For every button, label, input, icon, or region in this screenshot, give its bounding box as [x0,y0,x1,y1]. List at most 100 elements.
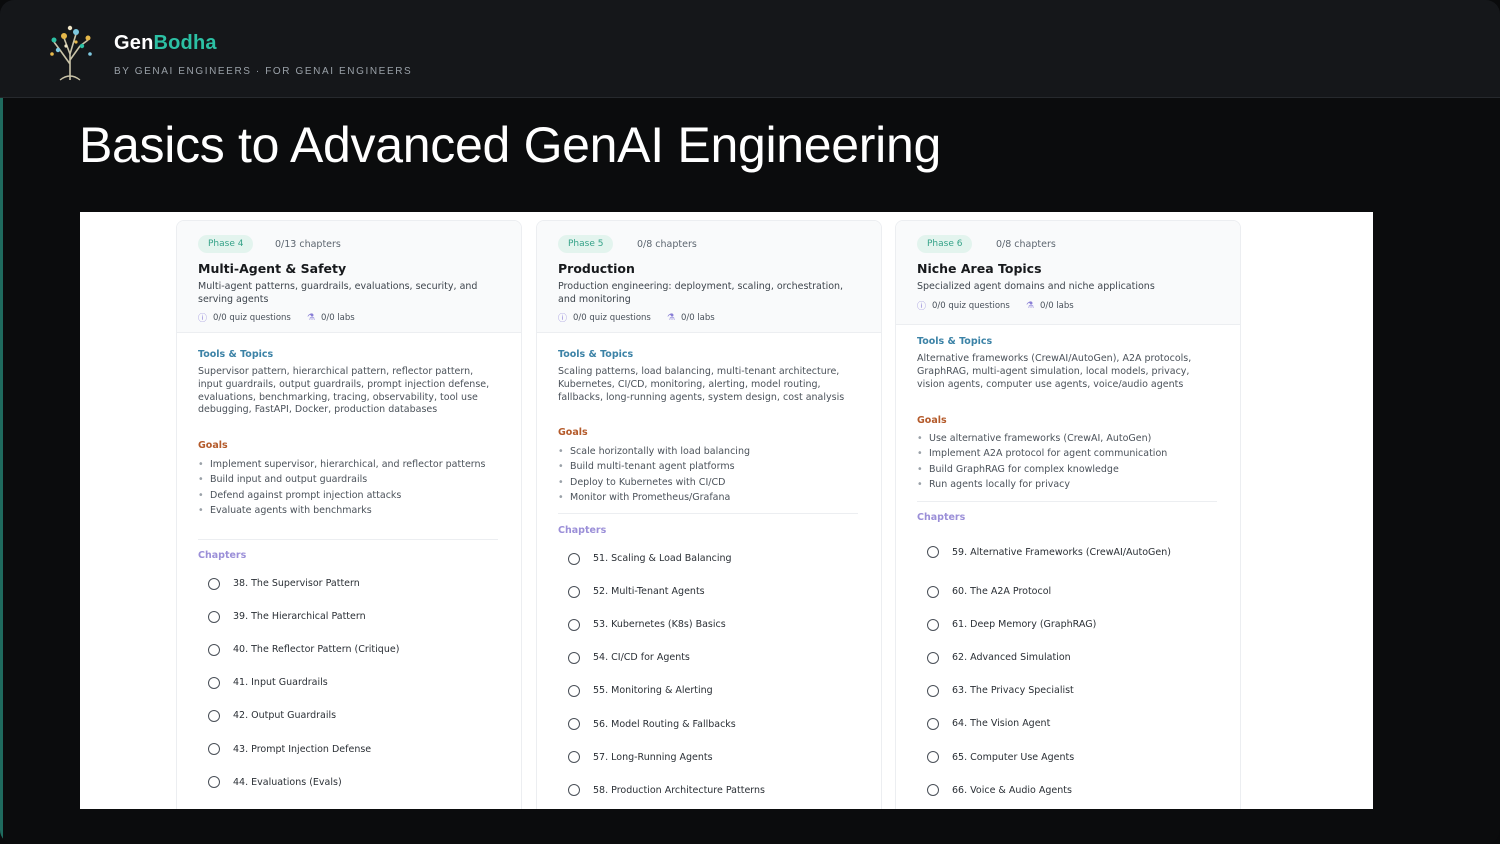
question-circle-icon: ⓘ [917,302,927,312]
circle-icon[interactable] [208,577,220,590]
question-circle-icon: ⓘ [198,314,208,324]
circle-icon[interactable] [568,784,580,797]
chapter-label: 53. Kubernetes (K8s) Basics [593,619,726,631]
accent-line [0,98,3,844]
chapter-item[interactable]: 65. Computer Use Agents [896,740,1240,773]
circle-icon[interactable] [568,552,580,565]
flask-icon: ⚗ [1025,300,1034,311]
circle-icon[interactable] [568,651,580,664]
card-meta: ⓘ 0/0 quiz questions ⚗ 0/0 labs [917,299,1074,313]
circle-icon[interactable] [927,784,939,797]
chapter-item[interactable]: 60. The A2A Protocol [896,575,1240,608]
chapter-item[interactable]: 40. The Reflector Pattern (Critique) [177,633,521,666]
chapter-item[interactable]: 41. Input Guardrails [177,666,521,699]
circle-icon[interactable] [568,585,580,598]
chapter-item[interactable]: 63. The Privacy Specialist [896,674,1240,707]
chapters-heading: Chapters [558,525,607,536]
course-screenshot: Phase 4 0/13 chapters Multi-Agent & Safe… [80,212,1373,809]
chapter-item[interactable]: 42. Output Guardrails [177,699,521,732]
quiz-count: 0/0 quiz questions [932,300,1010,311]
circle-icon[interactable] [208,643,220,656]
chapter-item[interactable]: 64. The Vision Agent [896,707,1240,740]
chapter-item[interactable]: 62. Advanced Simulation [896,641,1240,674]
question-circle-icon: ⓘ [558,314,568,324]
chapter-label: 39. The Hierarchical Pattern [233,611,366,623]
chapter-item[interactable]: 57. Long-Running Agents [537,741,881,774]
chapter-item[interactable]: 39. The Hierarchical Pattern [177,600,521,633]
divider [198,539,498,540]
circle-icon[interactable] [568,718,580,731]
chapter-label: 61. Deep Memory (GraphRAG) [952,619,1097,631]
phase-card: Phase 5 0/8 chapters Production Producti… [536,220,882,809]
circle-icon[interactable] [927,751,939,764]
chapter-item[interactable]: 44. Evaluations (Evals) [177,766,521,799]
circle-icon[interactable] [208,776,220,789]
card-header: Phase 4 0/13 chapters Multi-Agent & Safe… [177,221,521,333]
chapter-item[interactable]: 55. Monitoring & Alerting [537,674,881,707]
slide-title: Basics to Advanced GenAI Engineering [79,117,941,173]
circle-icon[interactable] [927,546,939,558]
chapter-label: 58. Production Architecture Patterns [593,784,765,796]
header-bar: GenBodha BY GENAI ENGINEERS · FOR GENAI … [0,0,1500,98]
card-description: Production engineering: deployment, scal… [558,281,844,305]
quiz-count: 0/0 quiz questions [573,312,651,323]
goals-heading: Goals [558,427,588,438]
circle-icon[interactable] [208,676,220,689]
card-header: Phase 5 0/8 chapters Production Producti… [537,221,881,333]
phase-badge: Phase 5 [558,235,614,253]
chapter-item[interactable]: 52. Multi-Tenant Agents [537,575,881,608]
card-description: Specialized agent domains and niche appl… [917,281,1155,292]
chapter-label: 52. Multi-Tenant Agents [593,586,705,598]
goal-item: Monitor with Prometheus/Grafana [558,490,858,506]
circle-icon[interactable] [568,618,580,631]
goals-heading: Goals [198,440,228,451]
chapter-item[interactable]: 43. Prompt Injection Defense [177,732,521,765]
chapters-count: 0/13 chapters [275,239,341,250]
goal-item: Run agents locally for privacy [917,477,1217,493]
tools-text: Supervisor pattern, hierarchical pattern… [198,366,490,416]
circle-icon[interactable] [927,585,939,598]
chapter-label: 40. The Reflector Pattern (Critique) [233,644,400,656]
chapter-item[interactable]: 66. Voice & Audio Agents [896,774,1240,807]
circle-icon[interactable] [927,717,939,730]
goal-item: Scale horizontally with load balancing [558,444,858,460]
chapter-item[interactable]: 56. Model Routing & Fallbacks [537,707,881,740]
tools-heading: Tools & Topics [917,336,993,347]
chapter-label: 44. Evaluations (Evals) [233,776,342,788]
chapter-label: 56. Model Routing & Fallbacks [593,718,736,730]
circle-icon[interactable] [208,743,220,756]
chapter-item[interactable]: 59. Alternative Frameworks (CrewAI/AutoG… [896,529,1240,575]
chapter-label: 51. Scaling & Load Balancing [593,553,732,565]
chapter-item[interactable]: 61. Deep Memory (GraphRAG) [896,608,1240,641]
tools-text: Alternative frameworks (CrewAI/AutoGen),… [917,353,1192,390]
card-title: Niche Area Topics [917,261,1042,276]
circle-icon[interactable] [927,684,939,697]
circle-icon[interactable] [208,709,220,722]
circle-icon[interactable] [208,610,220,623]
chapter-item[interactable]: 38. The Supervisor Pattern [177,567,521,600]
chapter-item[interactable]: 54. CI/CD for Agents [537,641,881,674]
goal-item: Implement supervisor, hierarchical, and … [198,457,498,473]
goal-item: Build multi-tenant agent platforms [558,459,858,475]
chapter-item[interactable]: 58. Production Architecture Patterns [537,774,881,807]
goals-list: Use alternative frameworks (CrewAI, Auto… [917,431,1217,492]
circle-icon[interactable] [568,751,580,764]
goal-item: Build GraphRAG for complex knowledge [917,462,1217,478]
quiz-count: 0/0 quiz questions [213,312,291,323]
labs-count: 0/0 labs [320,312,355,323]
circle-icon[interactable] [927,618,939,631]
goals-list: Scale horizontally with load balancing B… [558,444,858,505]
circle-icon[interactable] [568,684,580,697]
goals-heading: Goals [917,415,947,426]
chapters-heading: Chapters [917,512,966,523]
divider [558,513,858,514]
goal-item: Evaluate agents with benchmarks [198,503,498,519]
chapter-label: 65. Computer Use Agents [952,751,1075,763]
chapters-list: 51. Scaling & Load Balancing 52. Multi-T… [537,542,881,807]
card-title: Production [558,261,635,276]
labs-count: 0/0 labs [1039,300,1074,311]
brand-name: GenBodha [114,32,217,55]
circle-icon[interactable] [927,651,939,664]
chapter-item[interactable]: 51. Scaling & Load Balancing [537,542,881,575]
chapter-item[interactable]: 53. Kubernetes (K8s) Basics [537,608,881,641]
